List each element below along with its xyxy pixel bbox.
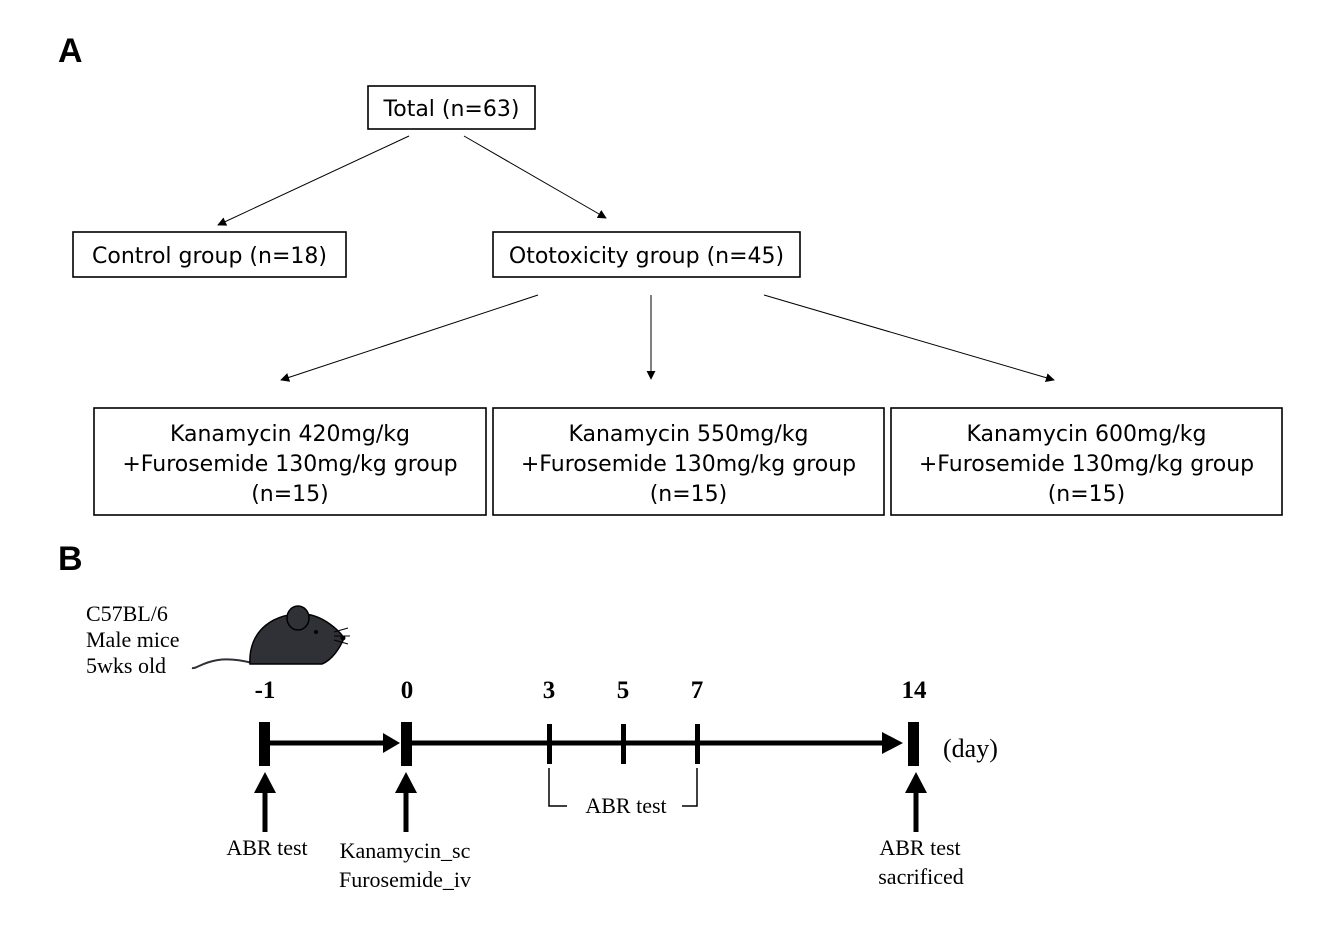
total-label: Total (n=63)	[383, 97, 520, 122]
timeline-arrowhead-14	[882, 732, 903, 754]
abr-test-day-14-label: ABR test	[879, 835, 960, 860]
arrow-total-to-ototoxicity	[463, 135, 607, 219]
panel-a: A Total (n=63) Control group (n=18) Otot…	[58, 32, 1283, 516]
day-labels: -1 0 3 5 7 14	[255, 677, 927, 704]
sacrificed-label: sacrificed	[878, 864, 964, 889]
tick-day-3	[547, 724, 552, 764]
timeline	[259, 722, 919, 766]
ototoxicity-group-box: Ototoxicity group (n=45)	[492, 231, 801, 278]
kanamycin-550-box: Kanamycin 550mg/kg +Furosemide 130mg/kg …	[492, 407, 885, 516]
day-label-14: 14	[902, 677, 928, 704]
tick-day-7	[695, 724, 700, 764]
furosemide-iv-label: Furosemide_iv	[339, 867, 471, 892]
kanamycin-600-line1: Kanamycin 600mg/kg	[966, 422, 1206, 447]
kanamycin-600-line3: (n=15)	[1048, 482, 1126, 507]
event-arrowhead-day-minus1	[254, 772, 276, 793]
abr-test-day-minus1-label: ABR test	[226, 835, 307, 860]
kanamycin-sc-label: Kanamycin_sc	[340, 838, 471, 863]
mouse-icon	[191, 605, 350, 670]
kanamycin-420-box: Kanamycin 420mg/kg +Furosemide 130mg/kg …	[93, 407, 487, 516]
tick-day-0	[401, 722, 412, 766]
arrow-total-to-control	[217, 135, 410, 226]
kanamycin-550-line3: (n=15)	[650, 482, 728, 507]
kanamycin-420-line2: +Furosemide 130mg/kg group	[122, 452, 457, 477]
kanamycin-420-line1: Kanamycin 420mg/kg	[170, 422, 410, 447]
timeline-arrowhead-0	[383, 733, 400, 753]
kanamycin-600-line2: +Furosemide 130mg/kg group	[919, 452, 1254, 477]
mouse-strain: C57BL/6	[86, 601, 168, 626]
kanamycin-550-line1: Kanamycin 550mg/kg	[568, 422, 808, 447]
tick-day-14	[908, 722, 919, 766]
panel-b: B C57BL/6 Male mice 5wks old -1 0 3 5 7 …	[58, 540, 998, 892]
kanamycin-600-box: Kanamycin 600mg/kg +Furosemide 130mg/kg …	[890, 407, 1283, 516]
tick-day-5	[621, 724, 626, 764]
control-group-label: Control group (n=18)	[92, 244, 327, 269]
day-label-5: 5	[617, 677, 630, 704]
control-group-box: Control group (n=18)	[72, 231, 347, 278]
arrow-to-kanamycin-420	[280, 294, 539, 382]
panel-b-label: B	[58, 540, 83, 578]
panel-a-label: A	[58, 32, 83, 70]
tick-day-minus1	[259, 722, 270, 766]
event-arrowhead-day-14	[905, 772, 927, 793]
abr-bracket-left	[548, 768, 567, 807]
event-arrowhead-day-0	[395, 772, 417, 793]
day-label-minus1: -1	[255, 677, 276, 704]
day-label-0: 0	[401, 677, 414, 704]
abr-bracket-right	[682, 768, 698, 807]
event-arrows	[254, 772, 927, 832]
abr-test-mid-label: ABR test	[585, 793, 666, 818]
ototoxicity-group-label: Ototoxicity group (n=45)	[509, 244, 784, 269]
total-box: Total (n=63)	[367, 85, 536, 130]
mouse-sex: Male mice	[86, 627, 179, 652]
arrow-to-kanamycin-600	[763, 294, 1055, 383]
kanamycin-420-line3: (n=15)	[251, 482, 329, 507]
day-unit-label: (day)	[943, 734, 998, 763]
mouse-age: 5wks old	[86, 653, 166, 678]
day-label-7: 7	[691, 677, 704, 704]
kanamycin-550-line2: +Furosemide 130mg/kg group	[521, 452, 856, 477]
day-label-3: 3	[543, 677, 556, 704]
